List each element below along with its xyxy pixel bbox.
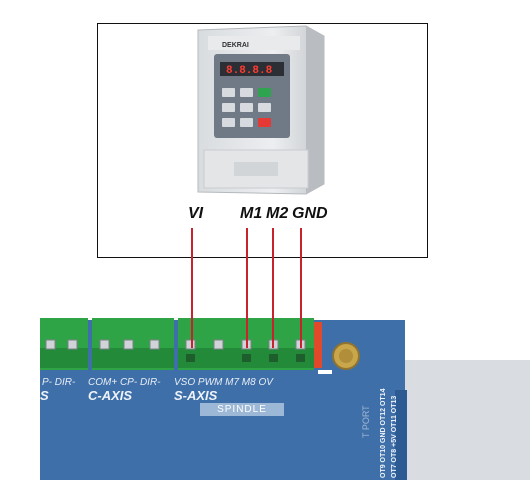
inverter-display: 8.8.8.8	[226, 65, 273, 77]
c-axis-label: C-AXIS	[88, 388, 133, 403]
wire-label-gnd: GND	[292, 205, 328, 222]
prev-axis-pin-labels: P- DIR-	[42, 377, 76, 388]
port-label: T PORT	[361, 405, 371, 438]
wire-label-m2: M2	[266, 205, 289, 222]
spindle-label: SPINDLE	[200, 403, 284, 416]
s-axis-pin-labels: VSO PWM M7 M8 OV	[174, 377, 273, 388]
mounting-screw-icon	[332, 342, 360, 370]
wire-label-m1: M1	[240, 205, 263, 222]
output-pin-labels-row-1: OT9 OT10 GND OT12 OT14	[380, 388, 387, 478]
brand-logo: DEKRAI	[222, 42, 249, 49]
s-axis-label: S-AXIS	[174, 388, 218, 403]
controller-board	[40, 318, 530, 480]
board-side-bracket	[405, 360, 530, 480]
output-pin-labels-row-2: OT7 OT8 +5V OT11 OT13	[391, 395, 398, 478]
inverter-image: DEKRAI 8.8.8.8	[197, 25, 325, 195]
prev-axis-label: S	[40, 388, 49, 403]
c-axis-pin-labels: COM+ CP- DIR-	[88, 377, 161, 388]
wire-label-vi: VI	[188, 205, 204, 222]
